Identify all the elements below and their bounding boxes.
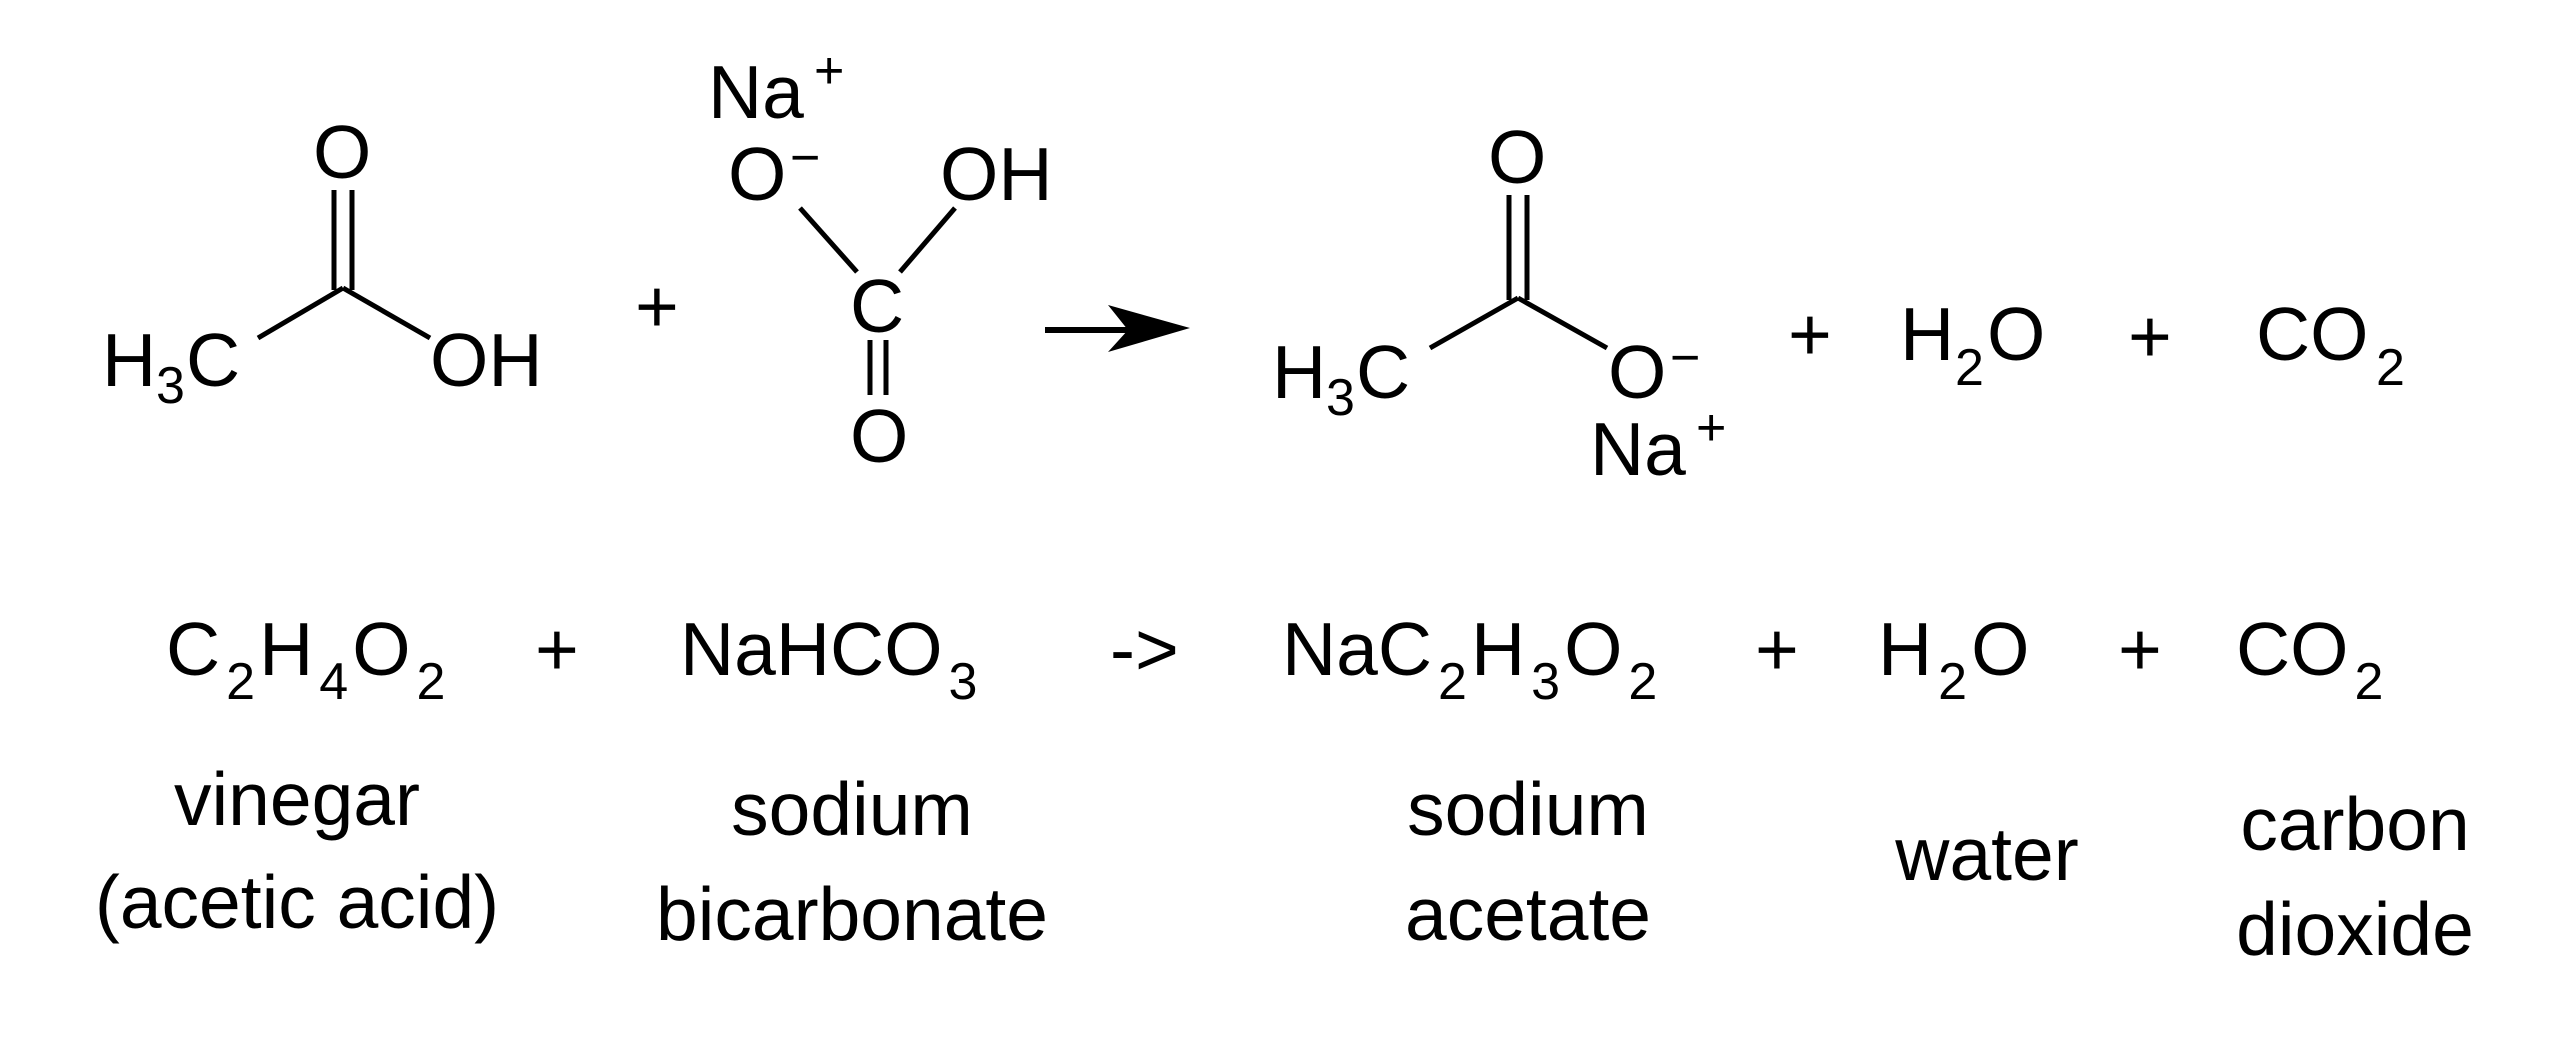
- reaction-arrow: [1045, 305, 1190, 352]
- bicarb-na-charge: +: [814, 42, 844, 100]
- bicarb-bond-o: [798, 206, 859, 274]
- vinegar-formula-part-0: C: [166, 607, 220, 691]
- formula-plus-2: +: [1755, 607, 1799, 691]
- water-o: O: [1987, 292, 2045, 376]
- acetate-formula-part-2: H: [1471, 607, 1525, 691]
- acetate-o-charge: −: [1670, 329, 1700, 387]
- co2-formula-part-1: 2: [2355, 653, 2384, 711]
- acetic-methyl-h: H: [102, 318, 156, 402]
- water-formula-part-1: 2: [1938, 653, 1967, 711]
- bicarb-bond-oh: [898, 206, 957, 274]
- formula-plus-1: +: [535, 607, 579, 691]
- bicarbonate-formula-part-1: 3: [949, 653, 978, 711]
- bicarb-na: Na: [708, 50, 804, 134]
- label-acetate-line-1: sodium: [1407, 767, 1649, 851]
- label-water: water: [1894, 812, 2078, 896]
- co2-co: CO: [2256, 292, 2369, 376]
- acetate-methyl-h: H: [1272, 330, 1326, 414]
- acetic-hydroxyl: OH: [430, 318, 543, 402]
- formula-plus-3: +: [2118, 607, 2162, 691]
- reaction-plus-1: +: [635, 264, 679, 348]
- acetate-bond-o: [1516, 295, 1609, 351]
- acetate-methyl-sub: 3: [1326, 369, 1355, 427]
- water-formula-part-2: O: [1971, 607, 2029, 691]
- acetate-formula-part-3: 3: [1531, 653, 1560, 711]
- acetic-bond-oh: [341, 285, 432, 341]
- label-co2-line-1: carbon: [2240, 782, 2469, 866]
- vinegar-formula-part-3: 4: [319, 653, 348, 711]
- bicarbonate-formula-part-0: NaHCO: [680, 607, 943, 691]
- acetate-formula-part-0: NaC: [1282, 607, 1432, 691]
- co2-sub: 2: [2376, 339, 2405, 397]
- acetic-methyl-sub: 3: [156, 357, 185, 415]
- acetate-structure: H 3 C O O − Na +: [1272, 115, 1726, 491]
- vinegar-formula-part-1: 2: [226, 653, 255, 711]
- vinegar-formula-part-5: 2: [417, 653, 446, 711]
- label-co2-line-2: dioxide: [2236, 887, 2474, 971]
- acetic-carbonyl-o: O: [313, 110, 371, 194]
- bicarb-o-minus: O: [728, 132, 786, 216]
- acetate-bond-ch3: [1428, 295, 1520, 351]
- acetate-formula-part-1: 2: [1438, 653, 1467, 711]
- acetate-methyl-c: C: [1356, 330, 1410, 414]
- formula-arrow: ->: [1110, 607, 1179, 691]
- label-vinegar-line-1: vinegar: [174, 757, 420, 841]
- acetic-acid-structure: H 3 C O OH: [102, 110, 543, 415]
- bicarb-c: C: [850, 264, 904, 348]
- label-bicarbonate-line-1: sodium: [731, 767, 973, 851]
- bicarb-hydroxyl: OH: [940, 132, 1053, 216]
- vinegar-formula-part-4: O: [352, 607, 410, 691]
- bicarb-o-charge: −: [790, 129, 820, 187]
- acetic-bond-ch3: [256, 285, 345, 341]
- water-formula-part-0: H: [1878, 607, 1932, 691]
- label-bicarbonate-line-2: bicarbonate: [656, 872, 1048, 956]
- co2-structure: CO 2: [2256, 292, 2405, 397]
- bicarbonate-structure: Na + O − OH C O: [708, 42, 1053, 478]
- acetate-formula-part-4: O: [1564, 607, 1622, 691]
- acetate-carbonyl-o: O: [1488, 115, 1546, 199]
- water-h: H: [1900, 292, 1954, 376]
- co2-formula-part-0: CO: [2236, 607, 2349, 691]
- water-structure: H 2 O: [1900, 292, 2045, 397]
- bicarb-o-bottom: O: [850, 394, 908, 478]
- acetate-na-charge: +: [1696, 399, 1726, 457]
- water-sub: 2: [1955, 339, 1984, 397]
- reaction-plus-2: +: [1788, 292, 1832, 376]
- reaction-plus-3: +: [2128, 294, 2172, 378]
- label-vinegar-line-2: (acetic acid): [95, 860, 499, 944]
- acetate-na: Na: [1590, 407, 1686, 491]
- acetate-formula-part-5: 2: [1628, 653, 1657, 711]
- acetic-methyl-c: C: [186, 318, 240, 402]
- acetate-o-minus: O: [1608, 330, 1666, 414]
- name-labels: vinegar (acetic acid) sodium bicarbonate…: [95, 757, 2474, 971]
- vinegar-formula-part-2: H: [259, 607, 313, 691]
- reaction-arrow-head: [1108, 305, 1190, 352]
- label-acetate-line-2: acetate: [1405, 872, 1651, 956]
